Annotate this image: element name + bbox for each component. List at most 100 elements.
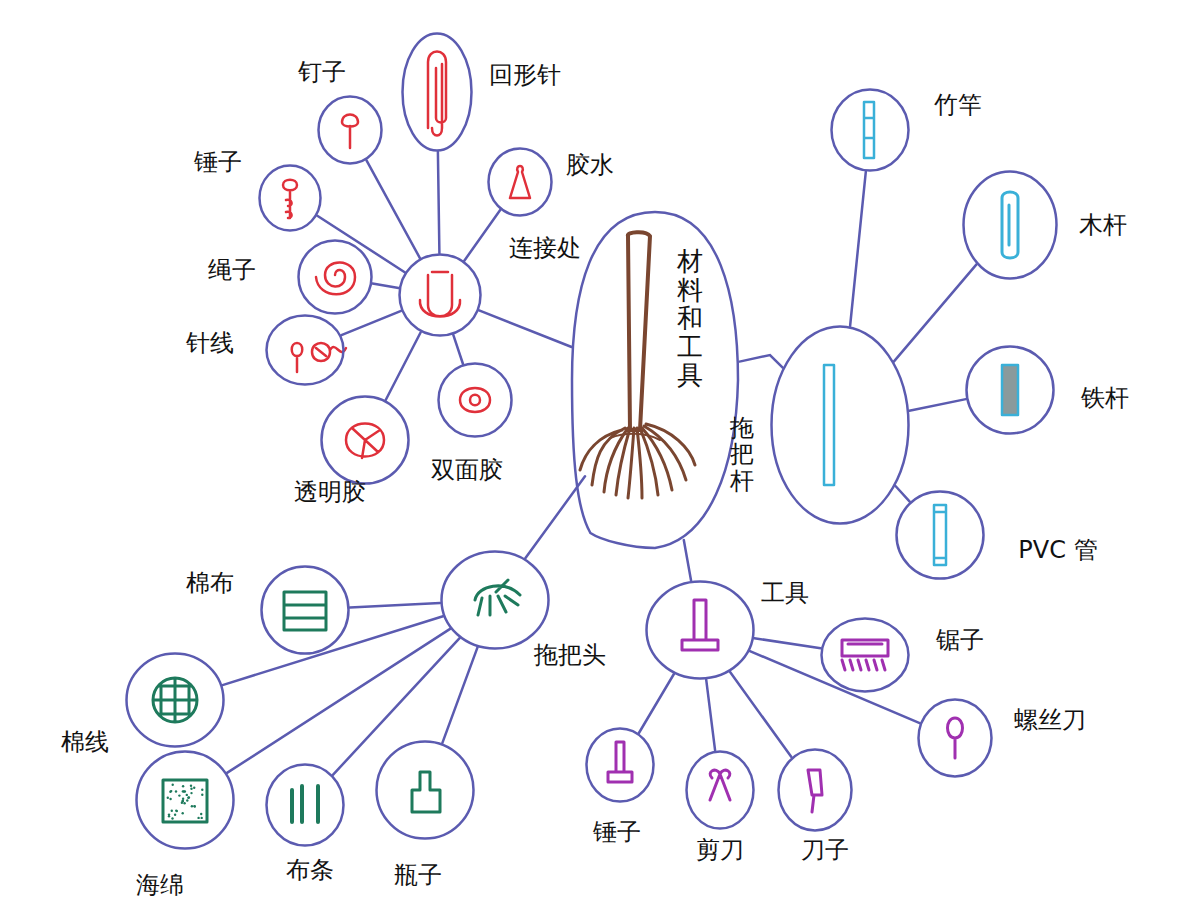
node-label: 布条 — [286, 857, 334, 883]
outline-path — [262, 567, 349, 654]
branch-line — [227, 629, 450, 773]
node-label: 海绵 — [136, 872, 184, 898]
sponge-dot — [184, 790, 186, 792]
topic-bubble: 海绵 — [135, 750, 235, 850]
topic-bubble: 连接处 — [398, 253, 482, 337]
node-label: 剪刀 — [696, 837, 744, 863]
bubble-outline — [777, 748, 853, 832]
bubble-outline — [585, 727, 655, 803]
outline-path — [587, 729, 654, 802]
bubble-outline — [135, 750, 235, 850]
bubble-outline — [570, 210, 740, 550]
purple-icons — [608, 600, 963, 812]
outline-path — [322, 397, 409, 484]
bubble-outline — [258, 164, 322, 232]
sponge-dot — [190, 792, 192, 794]
node-label: 针线 — [186, 330, 234, 356]
outline-path — [267, 765, 344, 846]
red-icons — [283, 52, 530, 459]
branch-line — [350, 603, 440, 608]
sponge-dot — [182, 798, 184, 800]
node-label: 棉线 — [61, 729, 109, 755]
sponge-dot — [193, 787, 195, 789]
topic-bubble: 拖把杆 — [770, 325, 910, 525]
node-label: 绳子 — [208, 257, 256, 283]
node-label: 工具 — [761, 580, 809, 606]
topic-bubble: 瓶子 — [375, 740, 475, 840]
bubble-outline — [645, 580, 755, 680]
outline-path — [772, 327, 909, 524]
topic-bubble: PVC 管 — [895, 490, 985, 580]
bubble-outline — [440, 550, 550, 650]
sponge-dot — [169, 791, 171, 793]
sponge-dot — [178, 794, 180, 796]
branch-line — [750, 651, 920, 723]
sponge-dot — [193, 805, 195, 807]
sponge-dots — [167, 784, 204, 820]
outline-path — [572, 212, 738, 548]
bubble-outline — [965, 345, 1055, 435]
outline-path — [897, 492, 984, 579]
branch-line — [438, 152, 440, 253]
topic-bubble: 锯子 — [820, 617, 910, 693]
node-label: 双面胶 — [431, 457, 503, 483]
topic-bubble: 刀子 — [777, 748, 853, 832]
branch-line — [896, 486, 910, 502]
node-label: 锤子 — [194, 149, 242, 175]
outline-path — [779, 750, 852, 831]
outline-path — [687, 752, 754, 829]
branch-line — [442, 647, 477, 743]
topic-bubble: 钉子 — [317, 95, 383, 165]
topic-bubble: 棉线 — [125, 652, 225, 748]
node-label: 锯子 — [936, 627, 984, 653]
topic-bubble: 木杆 — [962, 170, 1058, 280]
node-label: 材料和工具 — [677, 247, 703, 390]
outline-path — [647, 582, 754, 679]
sponge-dot — [187, 797, 189, 799]
sponge-dot — [188, 796, 190, 798]
sponge-dot — [186, 794, 188, 796]
branch-line — [386, 332, 421, 400]
outline-path — [489, 149, 552, 216]
sponge-dot — [201, 794, 203, 796]
branch-line — [639, 674, 674, 733]
node-label: 拖把杆 — [730, 415, 754, 494]
topic-bubble: 竹竿 — [830, 88, 910, 172]
sponge-dot — [190, 788, 192, 790]
branch-line — [373, 283, 399, 288]
bubble-outline — [401, 32, 473, 152]
bubble-outline — [265, 763, 345, 847]
branch-line — [317, 216, 404, 273]
sponge-dot — [183, 790, 185, 792]
branch-line — [464, 210, 500, 261]
branch-line — [684, 540, 691, 581]
sponge-dot — [175, 809, 177, 811]
bubble-outline — [297, 239, 373, 315]
topic-bubble: 绳子 — [297, 239, 373, 315]
node-label: 木杆 — [1079, 212, 1127, 238]
sponge-dot — [200, 813, 202, 815]
outline-path — [267, 316, 344, 385]
branch-line — [909, 399, 966, 411]
outline-path — [967, 347, 1054, 434]
branch-line — [894, 264, 977, 361]
outline-path — [442, 552, 549, 649]
sponge-dot — [176, 810, 178, 812]
outline-path — [377, 742, 474, 839]
sponge-dot — [194, 805, 196, 807]
sponge-dot — [191, 805, 193, 807]
sponge-dot — [201, 817, 203, 819]
sponge-dot — [167, 797, 169, 799]
bubble-outline — [260, 565, 350, 655]
branch-line — [525, 476, 585, 558]
outline-path — [919, 700, 992, 777]
central-leaf: 材料和工具 — [570, 210, 740, 550]
bubble-outline — [375, 740, 475, 840]
outline-path — [127, 654, 224, 747]
topic-bubble: 铁杆 — [965, 345, 1055, 435]
bubble-outline — [685, 750, 755, 830]
bubble-outline — [962, 170, 1058, 280]
sponge-dot — [197, 817, 199, 819]
branch-line — [850, 172, 866, 326]
